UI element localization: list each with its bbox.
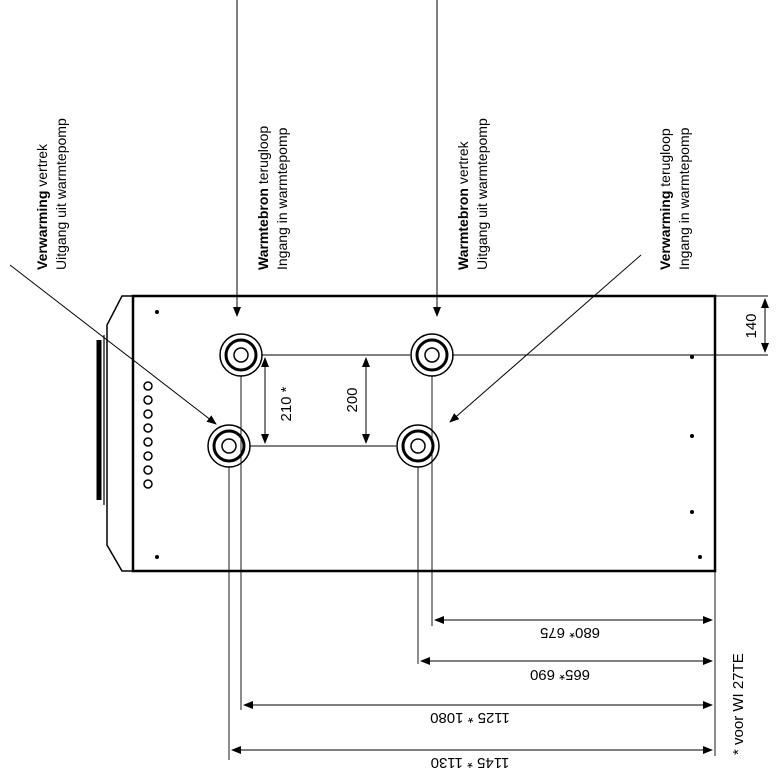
label-heating-supply: Verwarming vertrek Uitgang uit warmtepom… — [34, 118, 69, 270]
dim-200-label: 200 — [344, 387, 361, 412]
dimension-lines — [231, 298, 769, 754]
indicator-dots — [143, 381, 153, 489]
extension-lines — [228, 295, 768, 760]
dim-210-label: 210 * — [278, 386, 295, 421]
dim-675-label: 680* 675 — [540, 624, 600, 641]
dim-690-label: 665* 690 — [530, 666, 590, 683]
heat-pump-body — [96, 294, 717, 573]
svg-text:Verwarming vertrek: Verwarming vertrek — [34, 143, 50, 270]
label-heating-return: Verwarming terugloop Ingang in warmtepom… — [657, 127, 692, 270]
connector-heating-supply — [207, 424, 251, 468]
dim-1080-label: 1125 * 1080 — [430, 709, 510, 726]
svg-text:Warmtebron vertrek: Warmtebron vertrek — [455, 140, 471, 270]
svg-text:Ingang in warmtepomp: Ingang in warmtepomp — [676, 127, 692, 270]
mounting-points — [155, 310, 702, 559]
connector-heating-return — [396, 424, 440, 468]
label-source-return: Warmtebron terugloop Ingang in warmtepom… — [255, 126, 290, 270]
svg-text:Uitgang uit warmtepomp: Uitgang uit warmtepomp — [53, 118, 69, 270]
footnote: * voor WI 27TE — [730, 653, 747, 755]
svg-text:Warmtebron terugloop: Warmtebron terugloop — [255, 126, 271, 270]
dim-140-label: 140 — [743, 313, 760, 338]
svg-text:Ingang in warmtepomp: Ingang in warmtepomp — [274, 127, 290, 270]
label-source-supply: Warmtebron vertrek Uitgang uit warmtepom… — [455, 118, 490, 270]
connector-source-supply — [410, 333, 454, 377]
connector-source-return — [219, 333, 263, 377]
svg-text:Uitgang uit warmtepomp: Uitgang uit warmtepomp — [474, 118, 490, 270]
leader-lines — [9, 0, 642, 425]
dim-1130-label: 1145 * 1130 — [431, 754, 510, 771]
svg-text:Verwarming terugloop: Verwarming terugloop — [657, 128, 673, 270]
